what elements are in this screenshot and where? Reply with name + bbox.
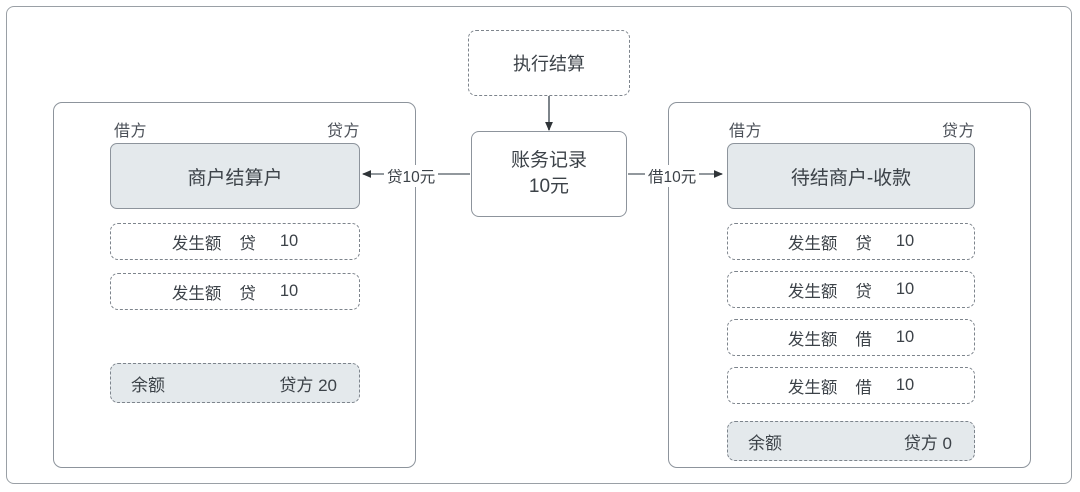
account-title-left-label: 商户结算户 (187, 167, 283, 189)
account-panel-right: 借方 贷方 待结商户-收款 发生额 贷 10 发生额 贷 10 发生额 借 10… (668, 102, 1031, 468)
balance-row-left[interactable]: 余额 贷方 20 (110, 363, 360, 403)
entry-row[interactable]: 发生额 贷 10 (110, 273, 360, 310)
entry-label: 发生额 (171, 234, 222, 253)
entry-label: 发生额 (171, 284, 222, 303)
entry-label: 发生额 (787, 378, 838, 397)
account-title-right[interactable]: 待结商户-收款 (727, 143, 975, 209)
column-header-debit-left: 借方 (114, 123, 148, 140)
entry-row[interactable]: 发生额 贷 10 (727, 223, 975, 260)
entry-label: 发生额 (787, 282, 838, 301)
column-header-credit-right: 贷方 (941, 123, 975, 140)
entry-amount: 10 (895, 376, 915, 394)
account-title-right-label: 待结商户-收款 (790, 167, 912, 189)
edge-label-credit: 贷10元 (384, 165, 439, 187)
edge-label-debit: 借10元 (645, 165, 700, 187)
balance-row-right[interactable]: 余额 贷方 0 (727, 421, 975, 461)
entry-direction: 贷 (239, 284, 256, 303)
column-header-credit-left: 贷方 (326, 123, 360, 140)
ledger-node-amount: 10元 (528, 176, 570, 197)
ledger-node-title: 账务记录 (510, 150, 587, 172)
entry-label: 发生额 (787, 330, 838, 349)
entry-direction: 贷 (855, 282, 872, 301)
entry-amount: 10 (895, 280, 915, 298)
account-panel-left: 借方 贷方 商户结算户 发生额 贷 10 发生额 贷 10 余额 贷方 20 (53, 102, 416, 468)
account-title-left[interactable]: 商户结算户 (110, 143, 360, 209)
column-header-debit-right: 借方 (729, 123, 763, 140)
entry-amount: 10 (895, 232, 915, 250)
entry-amount: 10 (279, 232, 299, 250)
entry-label: 发生额 (787, 234, 838, 253)
balance-value: 贷方 0 (903, 433, 952, 453)
entry-row[interactable]: 发生额 贷 10 (727, 271, 975, 308)
balance-value: 贷方 20 (279, 375, 337, 395)
ledger-record-node[interactable]: 账务记录 10元 (471, 131, 627, 217)
balance-label: 余额 (748, 433, 782, 453)
entry-row[interactable]: 发生额 借 10 (727, 319, 975, 356)
entry-row[interactable]: 发生额 贷 10 (110, 223, 360, 260)
entry-direction: 借 (855, 330, 872, 349)
entry-amount: 10 (279, 282, 299, 300)
entry-direction: 贷 (855, 234, 872, 253)
entry-amount: 10 (895, 328, 915, 346)
entry-direction: 贷 (239, 234, 256, 253)
entry-direction: 借 (855, 378, 872, 397)
entry-row[interactable]: 发生额 借 10 (727, 367, 975, 404)
action-node-label: 执行结算 (513, 54, 585, 74)
balance-label: 余额 (131, 375, 165, 395)
action-node-execute-settlement[interactable]: 执行结算 (468, 30, 630, 96)
